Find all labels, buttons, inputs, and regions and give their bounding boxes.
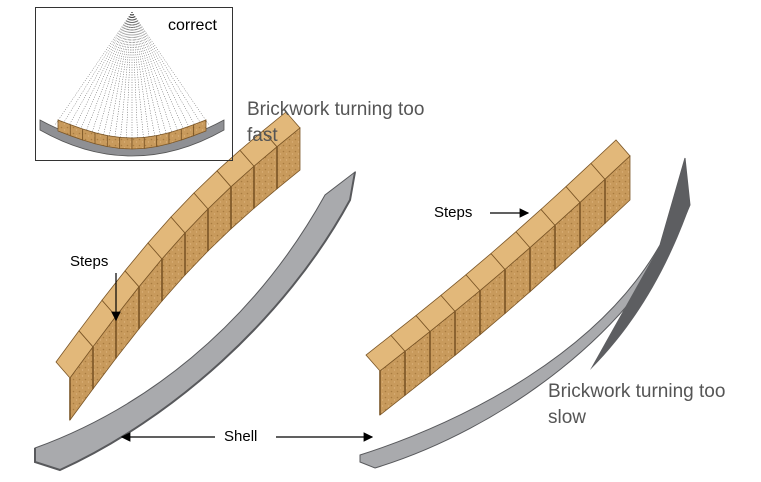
inset-brick-ring <box>57 119 207 150</box>
inset-radial-lines <box>54 11 210 143</box>
shell-label: Shell <box>224 428 258 445</box>
inset-frame <box>35 7 233 161</box>
right-shell-side <box>590 158 690 370</box>
right-caption: Brickwork turning too slow <box>548 381 726 428</box>
right-steps-label: Steps <box>434 204 473 221</box>
left-steps-label: Steps <box>70 253 109 270</box>
inset-brick <box>193 119 207 137</box>
left-shell-edge <box>34 171 356 472</box>
inset-correct <box>39 11 225 157</box>
left-caption: Brickwork turning too fast <box>247 99 425 146</box>
inset-label: correct <box>168 17 217 34</box>
left-brick-row <box>55 111 301 422</box>
right-figure <box>359 139 691 469</box>
right-brick-row <box>365 139 631 416</box>
left-figure <box>34 111 356 472</box>
annotation-arrows <box>111 208 530 442</box>
